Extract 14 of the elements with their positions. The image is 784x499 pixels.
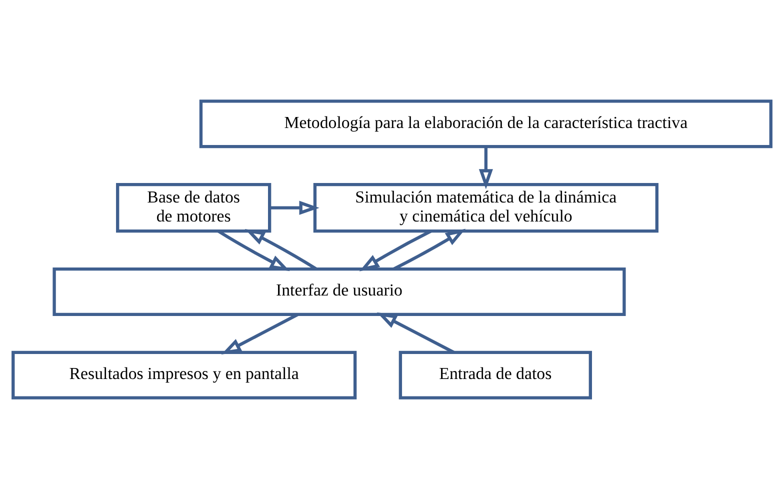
arrow bbox=[244, 229, 317, 270]
node-box: Entrada de datos bbox=[398, 350, 592, 400]
arrow bbox=[218, 230, 290, 272]
node-box: Base de datos de motores bbox=[116, 183, 272, 233]
arrow bbox=[376, 312, 454, 354]
node-box: Metodología para la elaboración de la característica tractiva bbox=[199, 100, 772, 148]
node-box: Simulación matemática de la dinámica y cinemática del vehículo bbox=[313, 183, 658, 233]
node-box: Interfaz de usuario bbox=[52, 267, 626, 316]
node-box: Resultados impresos y en pantalla bbox=[12, 350, 357, 400]
arrow bbox=[393, 228, 466, 270]
arrow bbox=[270, 200, 320, 215]
arrow bbox=[221, 313, 298, 355]
arrow bbox=[478, 146, 493, 190]
arrow bbox=[359, 230, 432, 272]
